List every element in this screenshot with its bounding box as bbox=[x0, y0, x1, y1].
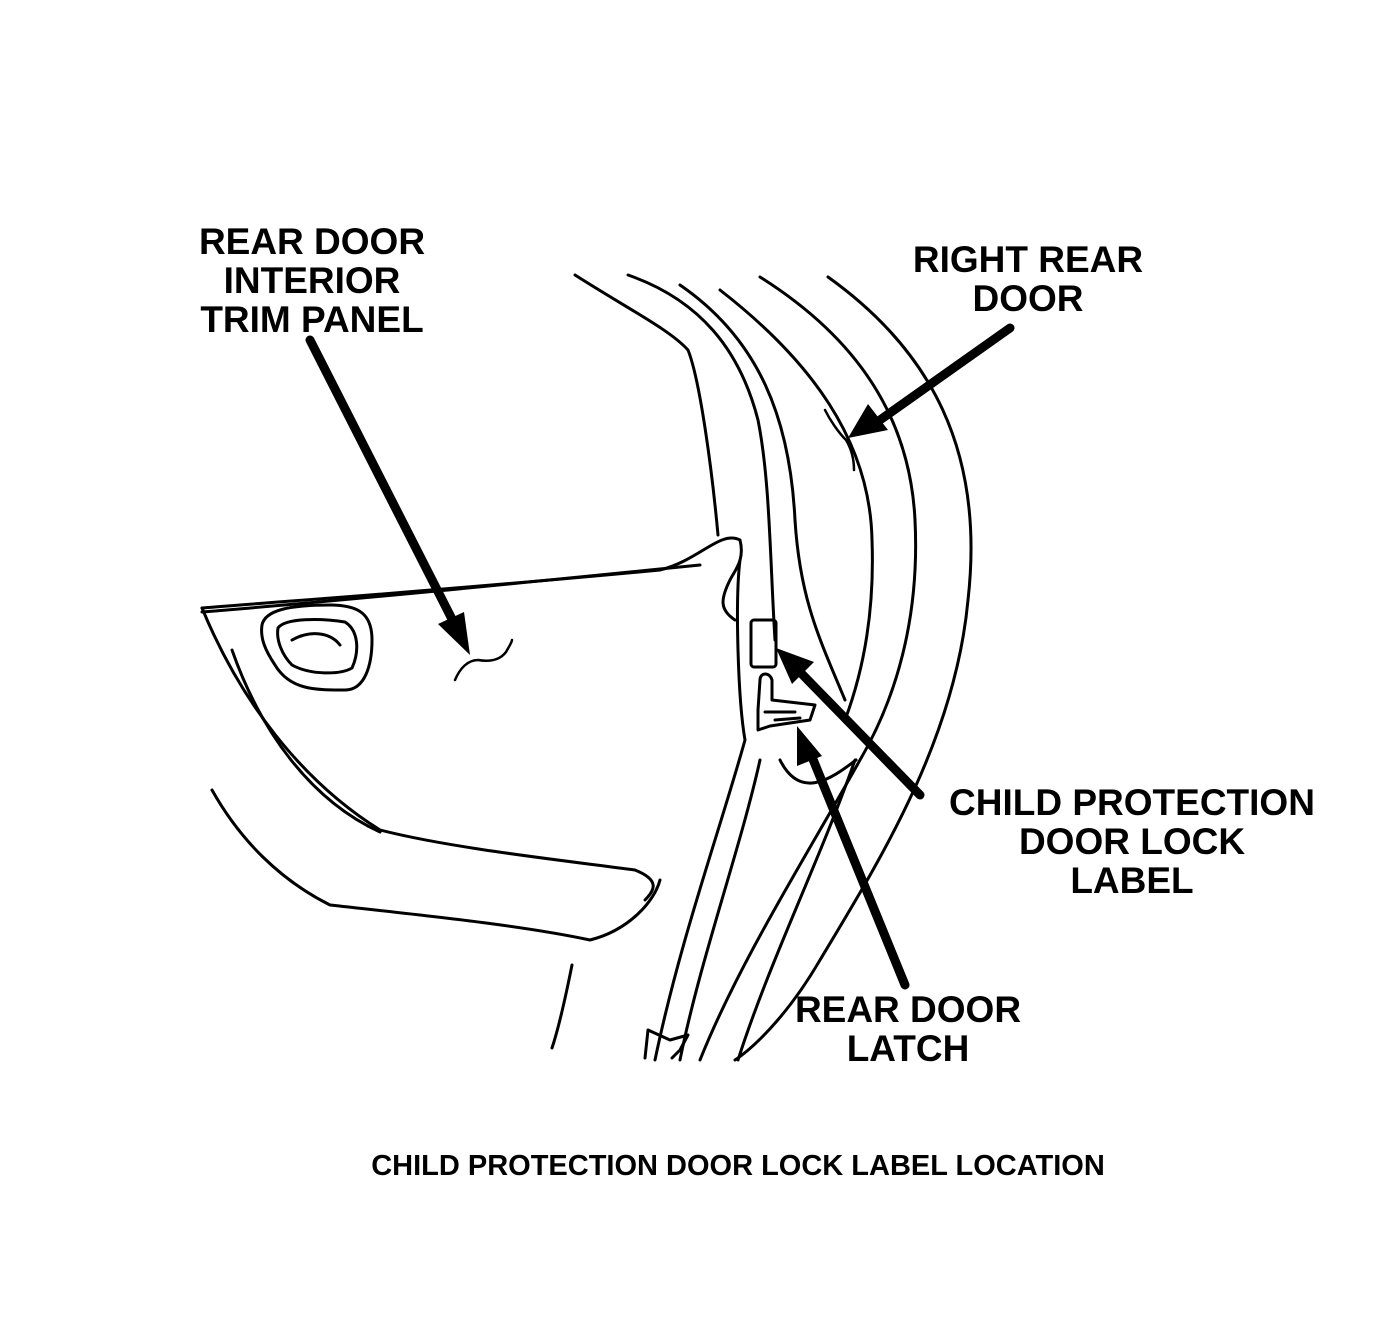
label-right-rear-door-line-1: RIGHT REAR bbox=[912, 239, 1144, 280]
label-trim-panel: REAR DOOR INTERIOR TRIM PANEL bbox=[140, 222, 484, 339]
arrow-label-line bbox=[793, 665, 925, 800]
arrow-latch-head bbox=[797, 726, 822, 766]
arrow-latch-line bbox=[805, 747, 910, 990]
arrow-door-line bbox=[875, 323, 1015, 425]
label-child-protection-line-3: LABEL bbox=[1070, 860, 1194, 901]
door-edge bbox=[550, 558, 858, 1062]
figure-caption: CHILD PROTECTION DOOR LOCK LABEL LOCATIO… bbox=[371, 1150, 1105, 1182]
latch-body bbox=[756, 672, 817, 732]
pointer-squiggles bbox=[453, 408, 856, 682]
door-edge-inner bbox=[678, 758, 762, 1062]
label-trim-panel-line-3: TRIM PANEL bbox=[200, 299, 424, 340]
outer-curve-4 bbox=[678, 283, 847, 702]
bottom-notch bbox=[643, 1028, 690, 1060]
trim-outer-edge bbox=[200, 606, 655, 902]
pillar-curve bbox=[626, 273, 777, 642]
handle-lever bbox=[290, 632, 342, 647]
door-squiggle bbox=[823, 408, 856, 472]
body-outline bbox=[573, 273, 973, 1062]
label-right-rear-door: RIGHT REAR DOOR bbox=[880, 240, 1176, 318]
trim-armrest bbox=[230, 648, 382, 834]
door-edge-shadow bbox=[778, 758, 858, 785]
trim-top-line bbox=[200, 536, 743, 622]
handle-outer bbox=[260, 603, 374, 692]
trim-panel bbox=[200, 536, 743, 942]
outer-curve-1 bbox=[733, 275, 973, 1062]
label-child-protection: CHILD PROTECTION DOOR LOCK LABEL bbox=[920, 783, 1344, 900]
arrow-door-head bbox=[848, 404, 888, 438]
label-rear-door-latch-line-2: LATCH bbox=[846, 1028, 970, 1069]
outer-curve-3 bbox=[718, 288, 874, 722]
label-rear-door-latch: REAR DOOR LATCH bbox=[770, 990, 1046, 1068]
door-handle bbox=[260, 603, 374, 692]
latch-detail bbox=[763, 710, 802, 722]
label-right-rear-door-line-2: DOOR bbox=[972, 278, 1084, 319]
leader-arrows bbox=[305, 323, 1015, 990]
arrow-heads bbox=[438, 404, 888, 766]
child-lock-label bbox=[749, 618, 778, 669]
label-rear-door-latch-line-1: REAR DOOR bbox=[794, 989, 1022, 1030]
outer-curve-2 bbox=[698, 275, 918, 1062]
arrow-label-head bbox=[776, 648, 814, 684]
belt-line-to-pillar bbox=[573, 273, 720, 537]
trim-slash bbox=[550, 963, 574, 1050]
trim-top-line-2 bbox=[200, 563, 702, 614]
door-edge-line bbox=[653, 558, 747, 1062]
label-child-protection-line-2: DOOR LOCK bbox=[1018, 821, 1246, 862]
arrow-trim-head bbox=[438, 612, 470, 655]
trim-lower-sweep bbox=[210, 788, 662, 942]
arrow-trim-line bbox=[305, 335, 460, 630]
latch-assembly bbox=[749, 618, 817, 732]
label-child-protection-line-1: CHILD PROTECTION bbox=[949, 782, 1315, 823]
label-trim-panel-line-1: REAR DOOR bbox=[198, 221, 426, 262]
label-trim-panel-line-2: INTERIOR bbox=[223, 260, 401, 301]
trim-squiggle bbox=[453, 638, 514, 682]
handle-inner bbox=[276, 618, 359, 675]
lower-quarter-curve bbox=[736, 758, 857, 1062]
